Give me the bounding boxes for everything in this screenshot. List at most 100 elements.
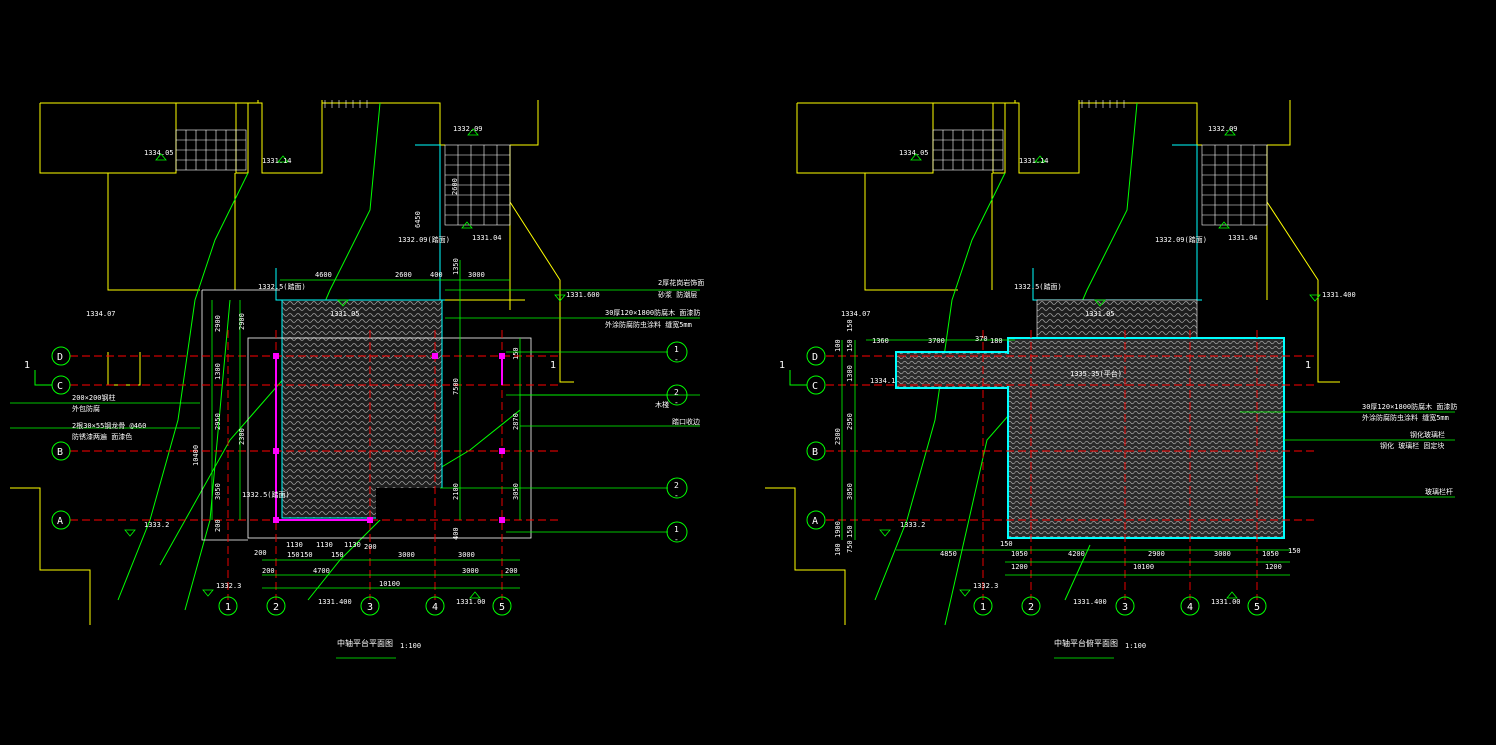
elevation-label: 1331.14 — [1019, 157, 1049, 165]
note-text: 玻璃栏杆 — [1425, 487, 1453, 496]
right-stair-top — [932, 100, 1125, 171]
dimension-label: 2600 — [451, 178, 459, 195]
axis-label-col: 4 — [432, 602, 438, 613]
section-mark: 1 — [674, 525, 679, 534]
dimension-label: 150 — [846, 319, 854, 332]
axis-label-col: 3 — [367, 602, 373, 613]
axis-label-row: A — [812, 516, 818, 527]
elevation-label: 1331.04 — [1228, 234, 1258, 242]
left-frame — [201, 289, 532, 541]
note-text: 30厚120×1800防腐木 面漆防 — [605, 308, 700, 317]
elevation-label: 1332.5(踏面) — [1014, 282, 1062, 291]
section-mark: 2 — [674, 481, 679, 490]
elevation-label: 1332.5(踏面) — [258, 282, 306, 291]
elevation-label: 1332.3 — [216, 582, 241, 590]
axis-label-row: D — [57, 352, 63, 363]
right-dim-lines — [841, 339, 1455, 659]
elevation-label: 1331.400 — [318, 598, 352, 606]
section-mark: - — [674, 398, 679, 407]
dimension-label: 150 — [300, 551, 313, 559]
left-deck-cutout — [376, 488, 446, 520]
elevation-label: 1333.2 — [144, 521, 169, 529]
note-text: 200×200钢柱 — [72, 393, 116, 402]
elevation-label: 1332.09(踏面) — [1155, 235, 1207, 244]
note-text: 钢化 玻璃栏 固定块 — [1380, 441, 1444, 450]
dimension-label: 1130 — [344, 541, 361, 549]
dimension-label: 150 — [331, 551, 344, 559]
dimension-label: 6450 — [414, 211, 422, 228]
dimension-label: 7500 — [452, 378, 460, 395]
elevation-label: 1332.5(踏面) — [242, 490, 290, 499]
right-walkway-hatch — [895, 351, 1009, 389]
side-mark: 1 — [24, 360, 30, 371]
axis-label-row: D — [812, 352, 818, 363]
elevation-label: 1335.35(平台) — [1070, 369, 1122, 378]
dimension-label: 2300 — [834, 428, 842, 445]
note-text: 木棧 — [655, 400, 669, 409]
dimension-label: 3000 — [462, 567, 479, 575]
note-text: 砂浆 防潮层 — [658, 290, 697, 299]
right-plan — [765, 100, 1455, 659]
dimension-label: 3050 — [512, 483, 520, 500]
drawing-title-right: 中轴平台俯平面图 — [1054, 638, 1118, 648]
axis-label-col: 5 — [499, 602, 505, 613]
elevation-label: 1331.14 — [262, 157, 292, 165]
dimension-label: 750 — [846, 540, 854, 553]
right-stair-right — [1201, 144, 1268, 226]
right-cyan — [1032, 144, 1202, 301]
dimension-label: 200 — [214, 519, 222, 532]
elevation-label: 1334.07 — [86, 310, 116, 318]
dimension-label: 4600 — [315, 271, 332, 279]
elevation-label: 1334.05 — [144, 149, 174, 157]
axis-label-col: 1 — [225, 602, 231, 613]
dimension-label: 4700 — [313, 567, 330, 575]
dimension-label: 1300 — [846, 365, 854, 382]
axis-label-col: 3 — [1122, 602, 1128, 613]
left-axis-bubbles — [34, 341, 688, 616]
dimension-label: 3000 — [458, 551, 475, 559]
left-steel-beams — [275, 356, 503, 521]
left-deck-hatch — [281, 299, 443, 519]
note-text: 外包防腐 — [72, 404, 100, 413]
elevation-label: 1331.00 — [456, 598, 486, 606]
elevation-label: 1334.07 — [841, 310, 871, 318]
dimension-label: 150 — [1000, 540, 1013, 548]
elevation-label: 1331.00 — [1211, 598, 1241, 606]
dimension-label: 370 — [975, 335, 988, 343]
left-steel-posts — [273, 353, 505, 523]
left-plan — [10, 100, 700, 659]
elevation-label: 1331.04 — [472, 234, 502, 242]
dimension-label: 180 — [990, 337, 1003, 345]
dimension-label: 150 — [846, 525, 854, 538]
dimension-label: 200 — [262, 567, 275, 575]
dimension-label: 1900 — [834, 521, 842, 538]
elevation-label: 1332.09(踏面) — [398, 235, 450, 244]
dimension-label: 150 — [287, 551, 300, 559]
drawing-scale-left: 1:100 — [400, 642, 421, 650]
dimension-label: 1200 — [1265, 563, 1282, 571]
side-mark: 1 — [1305, 360, 1311, 371]
axis-label-row: C — [812, 381, 818, 392]
dimension-label: 150 — [1288, 547, 1301, 555]
dimension-label: 2870 — [512, 413, 520, 430]
left-dim-lines — [10, 260, 700, 659]
right-axis-grid — [826, 330, 1315, 600]
dimension-label: 400 — [430, 271, 443, 279]
elevation-label: 1331.400 — [1322, 291, 1356, 299]
dimension-label: 150 — [512, 347, 520, 360]
right-labels: 1334.05 1331.14 1332.09 1332.09(踏面) 1331… — [779, 125, 1457, 650]
axis-label-col: 4 — [1187, 602, 1193, 613]
dimension-label: 100 — [834, 339, 842, 352]
note-text: 钢化玻璃栏 — [1410, 430, 1445, 439]
right-elev-markers — [879, 128, 1321, 599]
section-mark: 1 — [674, 345, 679, 354]
dimension-label: 3050 — [846, 483, 854, 500]
drawing-title-left: 中轴平台平面图 — [337, 638, 393, 648]
note-text: 2厚花岗岩饰面 — [658, 278, 704, 287]
dimension-label: 1200 — [1011, 563, 1028, 571]
left-labels: 1334.05 1331.14 1332.09 1332.09(踏面) 1331… — [24, 125, 704, 650]
note-text: 外涂防腐防虫涂料 缝宽5mm — [605, 320, 692, 329]
dimension-label: 1300 — [214, 363, 222, 380]
dimension-label: 10100 — [1133, 563, 1154, 571]
